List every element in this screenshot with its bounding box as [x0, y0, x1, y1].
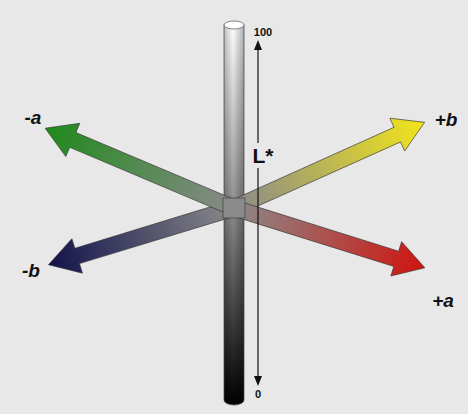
- pole-body: [224, 25, 244, 405]
- axis-label: -a: [25, 108, 42, 127]
- axis-label: -b: [22, 261, 40, 280]
- a-axis-positive-arrow: [229, 191, 431, 285]
- a-axis-negative-arrow: [38, 112, 241, 225]
- scale-value: 100: [254, 27, 272, 38]
- scale-line: [257, 46, 258, 380]
- lightness-pole: [224, 21, 244, 405]
- axis-title: L*: [252, 143, 275, 168]
- arrow-shape: [229, 191, 431, 285]
- pole-shade: [224, 25, 244, 405]
- scale-arrowhead: [254, 40, 262, 50]
- scale-arrowhead: [254, 376, 262, 386]
- axis-label: +a: [432, 291, 454, 310]
- pole-top: [224, 21, 244, 29]
- arrow-shape: [38, 112, 241, 225]
- scale-value: 0: [255, 389, 261, 400]
- lightness-scale-arrow: [254, 40, 262, 386]
- axis-label: +b: [435, 110, 458, 129]
- axis-crossing: [223, 198, 245, 218]
